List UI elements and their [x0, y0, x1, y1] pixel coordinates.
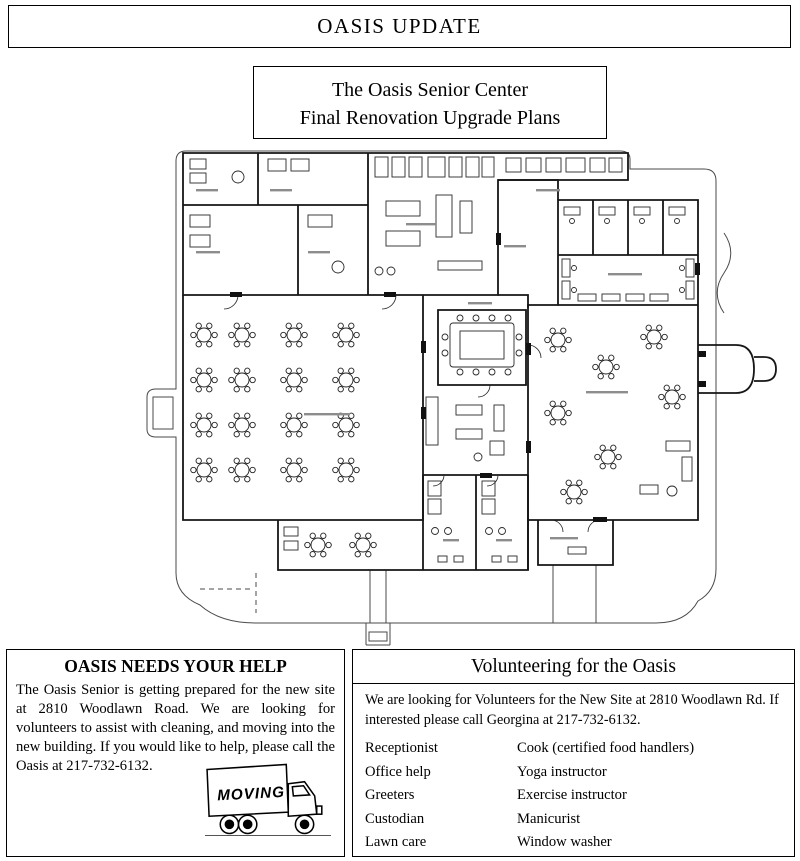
role-item: Cook (certified food handlers)	[517, 740, 695, 757]
moving-truck-illustration: MOVING	[203, 759, 335, 845]
floor-plan	[138, 145, 794, 647]
help-body-end: help, please call the Oasis at 217-732-6…	[16, 738, 335, 774]
page-header: OASIS UPDATE	[8, 5, 791, 48]
volunteer-roles-list: Receptionist Cook (certified food handle…	[353, 732, 794, 856]
plan-title-line1: The Oasis Senior Center	[331, 79, 529, 101]
door-swings	[223, 294, 601, 533]
truck-label: MOVING	[217, 784, 286, 805]
role-item: Receptionist	[365, 740, 438, 757]
volunteer-box-intro: We are looking for Volunteers for the Ne…	[365, 692, 779, 728]
help-box-body: The Oasis Senior is getting prepared for…	[16, 681, 335, 836]
door-marks	[230, 233, 706, 522]
role-item: Manicurist	[517, 810, 581, 827]
plan-title-box: The Oasis Senior Center Final Renovation…	[253, 66, 607, 139]
moving-truck-icon: MOVING	[205, 763, 331, 836]
page-title: OASIS UPDATE	[317, 14, 482, 38]
role-item: Yoga instructor	[517, 763, 607, 780]
volunteer-box: Volunteering for the Oasis We are lookin…	[352, 649, 795, 857]
help-box: OASIS NEEDS YOUR HELP The Oasis Senior i…	[6, 649, 345, 857]
volunteer-box-title: Volunteering for the Oasis	[353, 650, 794, 684]
plan-title-line2: Final Renovation Upgrade Plans	[299, 107, 561, 129]
role-item: Office help	[365, 763, 431, 780]
role-item: Exercise instructor	[517, 787, 627, 804]
help-body-start: The Oasis Senior is getting prepared for…	[16, 682, 335, 755]
role-item: Greeters	[365, 787, 415, 804]
room-label-marks	[196, 189, 642, 542]
furniture	[189, 156, 695, 563]
help-box-title: OASIS NEEDS YOUR HELP	[64, 656, 287, 676]
role-item: Window washer	[517, 834, 612, 851]
role-item: Lawn care	[365, 834, 427, 851]
floor-plan-drawing	[146, 150, 777, 646]
role-item: Custodian	[365, 810, 425, 827]
